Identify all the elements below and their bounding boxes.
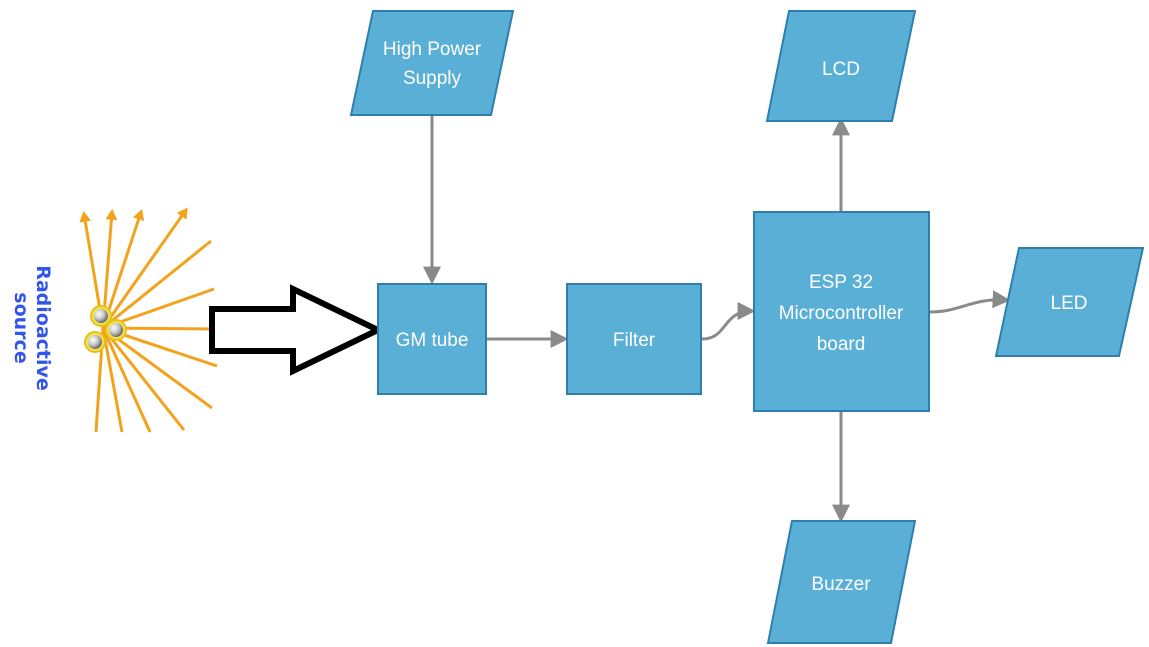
node-gm-tube-label: GM tube (396, 330, 469, 351)
node-buzzer-label: Buzzer (811, 574, 871, 595)
ray-line (102, 326, 213, 410)
node-filter: Filter (566, 283, 702, 395)
node-esp32-line3: board (817, 334, 866, 355)
source-label-line1: Radioactive (32, 265, 54, 391)
node-filter-label: Filter (613, 330, 656, 351)
source-label-line2: source (10, 292, 32, 363)
ray-line (101, 327, 124, 433)
edge-filter-to-esp (701, 302, 756, 341)
node-esp32-board: ESP 32 Microcontroller board (753, 211, 930, 412)
node-buzzer: Buzzer (766, 520, 917, 644)
node-lcd: LCD (765, 10, 917, 122)
node-high-power-supply: High Power Supply (349, 10, 515, 116)
node-led: LED (994, 247, 1145, 357)
ray-line (101, 327, 152, 433)
node-gm-tube: GM tube (377, 283, 487, 395)
ray-line (101, 327, 186, 431)
ray-line (102, 239, 212, 330)
ray-line (101, 209, 188, 329)
node-lcd-label: LCD (822, 59, 860, 80)
ray-arrowhead (79, 210, 92, 223)
source-label: Radioactive source (10, 265, 54, 391)
edge-esp-to-led (928, 290, 1011, 314)
node-high-power-supply-line1: High Power (383, 39, 482, 60)
node-esp32-line2: Microcontroller (779, 303, 904, 324)
ray-arrowhead (105, 208, 118, 221)
ray-arrowhead (176, 207, 188, 220)
radiation-input-arrow (209, 284, 385, 376)
radioactive-particles-icon (84, 305, 127, 353)
ray-line (101, 211, 143, 329)
node-led-label: LED (1051, 293, 1088, 314)
node-esp32-line1: ESP 32 (809, 272, 873, 293)
connectors (423, 116, 1011, 523)
node-high-power-supply-line2: Supply (403, 68, 462, 89)
ray-arrowhead (133, 209, 145, 222)
